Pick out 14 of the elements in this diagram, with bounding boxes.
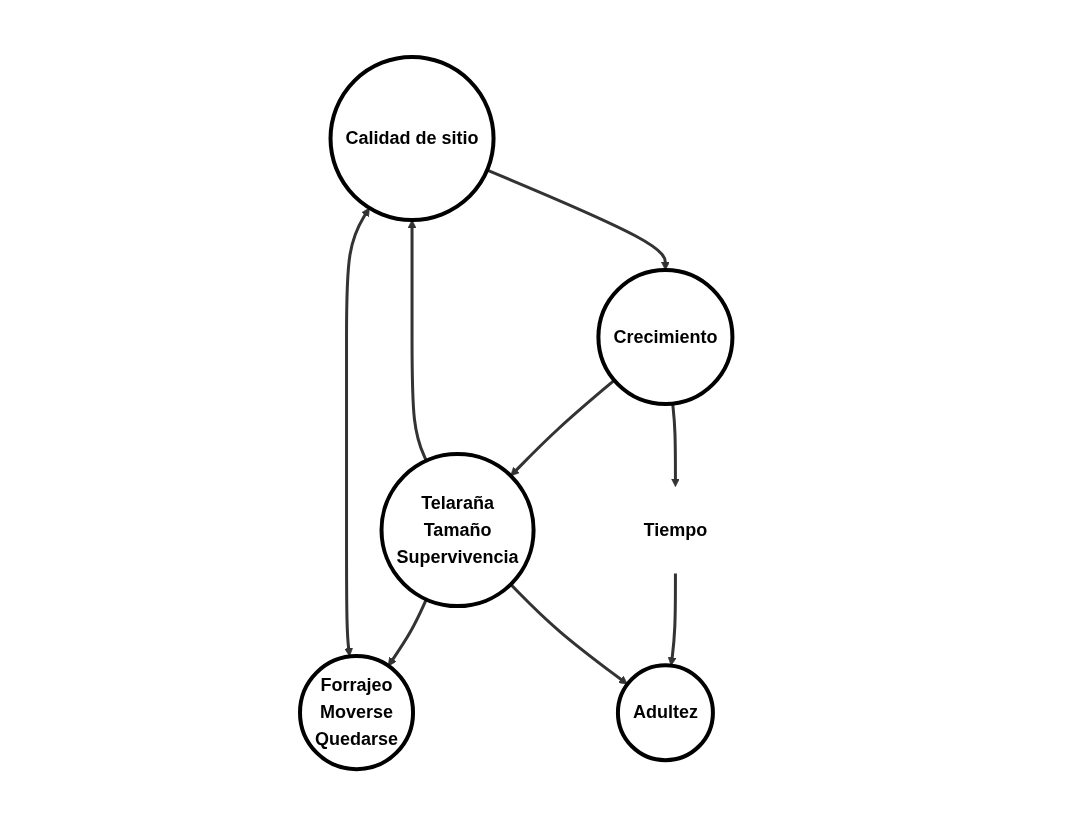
node-circle: Adultez: [615, 663, 715, 763]
node-text: Tiempo: [643, 519, 708, 540]
arrow: [509, 583, 628, 685]
node-circle: Crecimiento: [596, 267, 735, 406]
arrow: [510, 379, 616, 477]
arrow: [407, 219, 428, 462]
arrow: [486, 168, 670, 271]
node-circle: Forrajeo Moverse Quedarse: [297, 654, 415, 772]
node-circle: Calidad de sitio: [328, 54, 496, 222]
arrow: [387, 598, 428, 667]
arrow: [670, 403, 680, 487]
node-circle: Telaraña Tamaño Supervivencia: [379, 452, 536, 609]
arrow: [344, 207, 370, 657]
arrow: [667, 573, 677, 666]
